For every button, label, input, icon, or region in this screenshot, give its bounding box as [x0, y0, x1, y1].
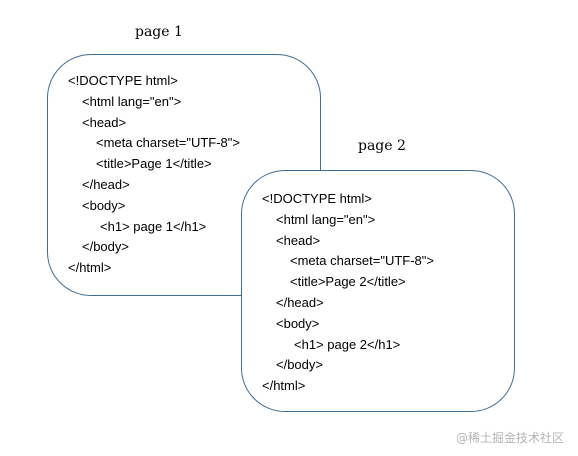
- code-line: <html lang="en">: [276, 211, 376, 227]
- code-line: </body>: [82, 239, 129, 255]
- code-line: <h1> page 2</h1>: [294, 336, 401, 352]
- page-2-code-card: <!DOCTYPE html> <html lang="en"> <head> …: [241, 170, 515, 412]
- code-line: <head>: [82, 114, 127, 130]
- code-line: <h1> page 1</h1>: [100, 218, 207, 234]
- code-line: </html>: [262, 378, 306, 394]
- page-1-code-lines: <!DOCTYPE html> <html lang="en"> <head> …: [68, 71, 240, 279]
- code-line: </body>: [276, 357, 323, 373]
- code-line: <!DOCTYPE html>: [262, 191, 372, 206]
- code-line: <title>Page 2</title>: [290, 274, 406, 290]
- code-line: <head>: [276, 232, 321, 248]
- code-line: <meta charset="UTF-8">: [290, 253, 434, 269]
- code-line: <!DOCTYPE html>: [68, 73, 178, 88]
- code-line: </html>: [68, 260, 112, 276]
- watermark-text: @稀土掘金技术社区: [455, 431, 564, 445]
- page-2-code-lines: <!DOCTYPE html> <html lang="en"> <head> …: [262, 189, 434, 397]
- code-line: <body>: [276, 315, 320, 331]
- code-line: <meta charset="UTF-8">: [96, 135, 240, 151]
- code-line: </head>: [82, 176, 130, 192]
- code-line: <title>Page 1</title>: [96, 156, 212, 172]
- page-1-caption: page 1: [135, 24, 183, 40]
- code-line: <body>: [82, 197, 126, 213]
- code-line: </head>: [276, 294, 324, 310]
- page-2-caption: page 2: [358, 138, 406, 154]
- code-line: <html lang="en">: [82, 93, 182, 109]
